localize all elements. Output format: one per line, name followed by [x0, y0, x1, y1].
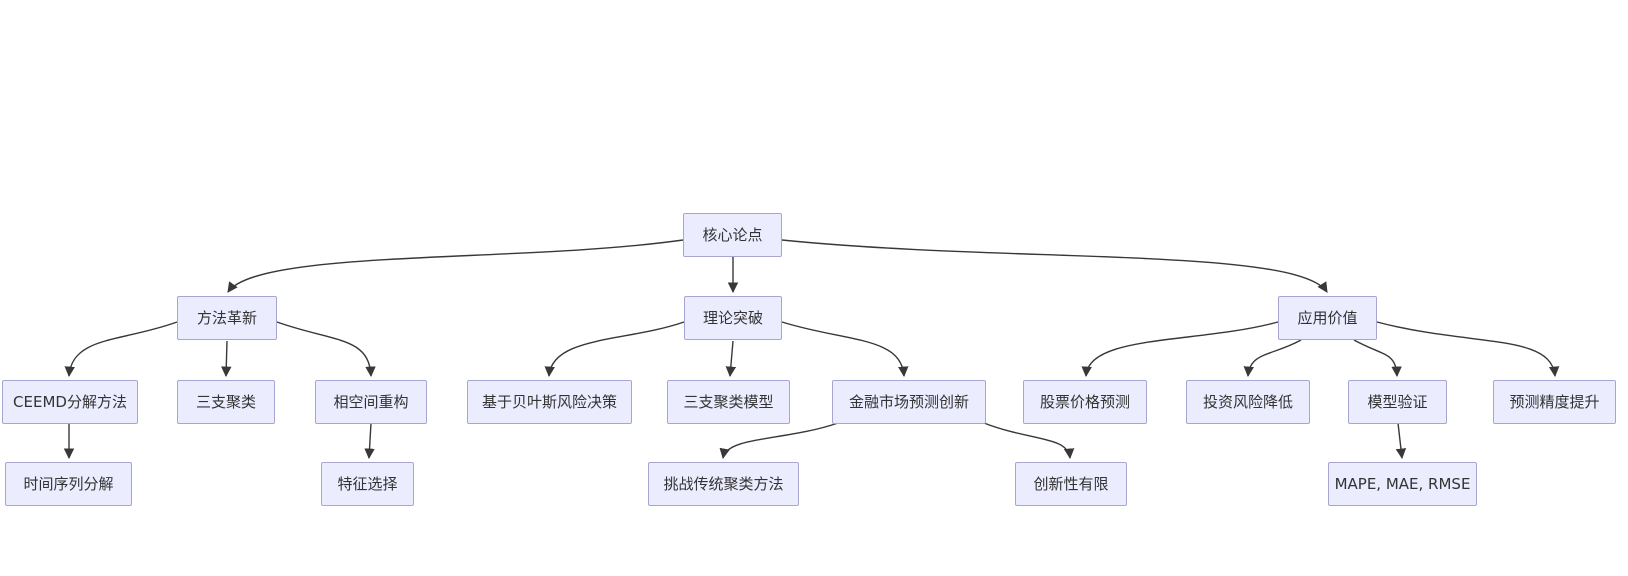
edge-theory-to-three-way-model [725, 340, 737, 378]
node-core-thesis: 核心论点 [683, 213, 782, 257]
node-stock-price-prediction: 股票价格预测 [1023, 380, 1147, 424]
node-label: 投资风险降低 [1202, 392, 1293, 411]
edge-application-to-stock-prediction [1081, 321, 1279, 378]
node-label: 挑战传统聚类方法 [663, 474, 784, 493]
edge-model-validation-to-metrics [1395, 422, 1407, 460]
node-method-innovation: 方法革新 [177, 296, 277, 340]
node-error-metrics: MAPE, MAE, RMSE [1328, 462, 1477, 506]
node-financial-market-innovation: 金融市场预测创新 [832, 380, 986, 424]
node-label: 模型验证 [1367, 392, 1428, 411]
node-label: 时间序列分解 [23, 474, 114, 493]
node-bayes-risk-decision: 基于贝叶斯风险决策 [467, 380, 632, 424]
edge-application-to-accuracy-improvement [1376, 321, 1560, 378]
node-challenge-traditional-clustering: 挑战传统聚类方法 [648, 462, 799, 506]
node-label: 创新性有限 [1033, 474, 1109, 493]
node-label: 金融市场预测创新 [848, 392, 969, 411]
node-label: 三支聚类 [195, 392, 256, 411]
edge-core-to-method [227, 239, 684, 293]
node-three-way-clustering-model: 三支聚类模型 [667, 380, 790, 424]
node-three-way-clustering: 三支聚类 [177, 380, 275, 424]
node-application-value: 应用价值 [1278, 296, 1377, 340]
edge-method-to-phase-space [276, 321, 376, 378]
node-time-series-decomposition: 时间序列分解 [5, 462, 132, 506]
node-label: CEEMD分解方法 [13, 392, 127, 411]
edge-method-to-ceemd [64, 321, 178, 378]
edge-application-to-risk-reduction [1243, 339, 1302, 378]
node-label: 相空间重构 [333, 392, 409, 411]
node-investment-risk-reduction: 投资风险降低 [1186, 380, 1310, 424]
node-limited-innovation: 创新性有限 [1015, 462, 1127, 506]
node-phase-space-reconstruction: 相空间重构 [315, 380, 427, 424]
node-feature-selection: 特征选择 [321, 462, 414, 506]
edge-phase-space-to-feature-selection [364, 422, 375, 460]
node-label: 方法革新 [196, 308, 257, 327]
node-label: 理论突破 [702, 308, 763, 327]
node-label: 特征选择 [337, 474, 398, 493]
edge-method-to-three-way-clustering [221, 340, 232, 378]
node-label: 基于贝叶斯风险决策 [481, 392, 617, 411]
edge-theory-to-financial-innovation [781, 321, 909, 378]
edge-financial-innovation-to-limited-innovation [983, 422, 1075, 460]
node-label: 应用价值 [1297, 308, 1358, 327]
edge-theory-to-bayes-risk [544, 321, 685, 378]
node-model-validation: 模型验证 [1348, 380, 1447, 424]
edge-core-to-application [781, 239, 1328, 293]
node-prediction-accuracy-improvement: 预测精度提升 [1493, 380, 1616, 424]
edge-financial-innovation-to-challenge-traditional [719, 422, 839, 460]
node-label: 股票价格预测 [1039, 392, 1130, 411]
node-label: MAPE, MAE, RMSE [1334, 474, 1471, 493]
node-label: 预测精度提升 [1509, 392, 1600, 411]
node-ceemd-decomposition: CEEMD分解方法 [2, 380, 138, 424]
node-label: 三支聚类模型 [683, 392, 774, 411]
edge-application-to-model-validation [1353, 339, 1402, 378]
node-theory-breakthrough: 理论突破 [684, 296, 782, 340]
node-label: 核心论点 [702, 225, 763, 244]
